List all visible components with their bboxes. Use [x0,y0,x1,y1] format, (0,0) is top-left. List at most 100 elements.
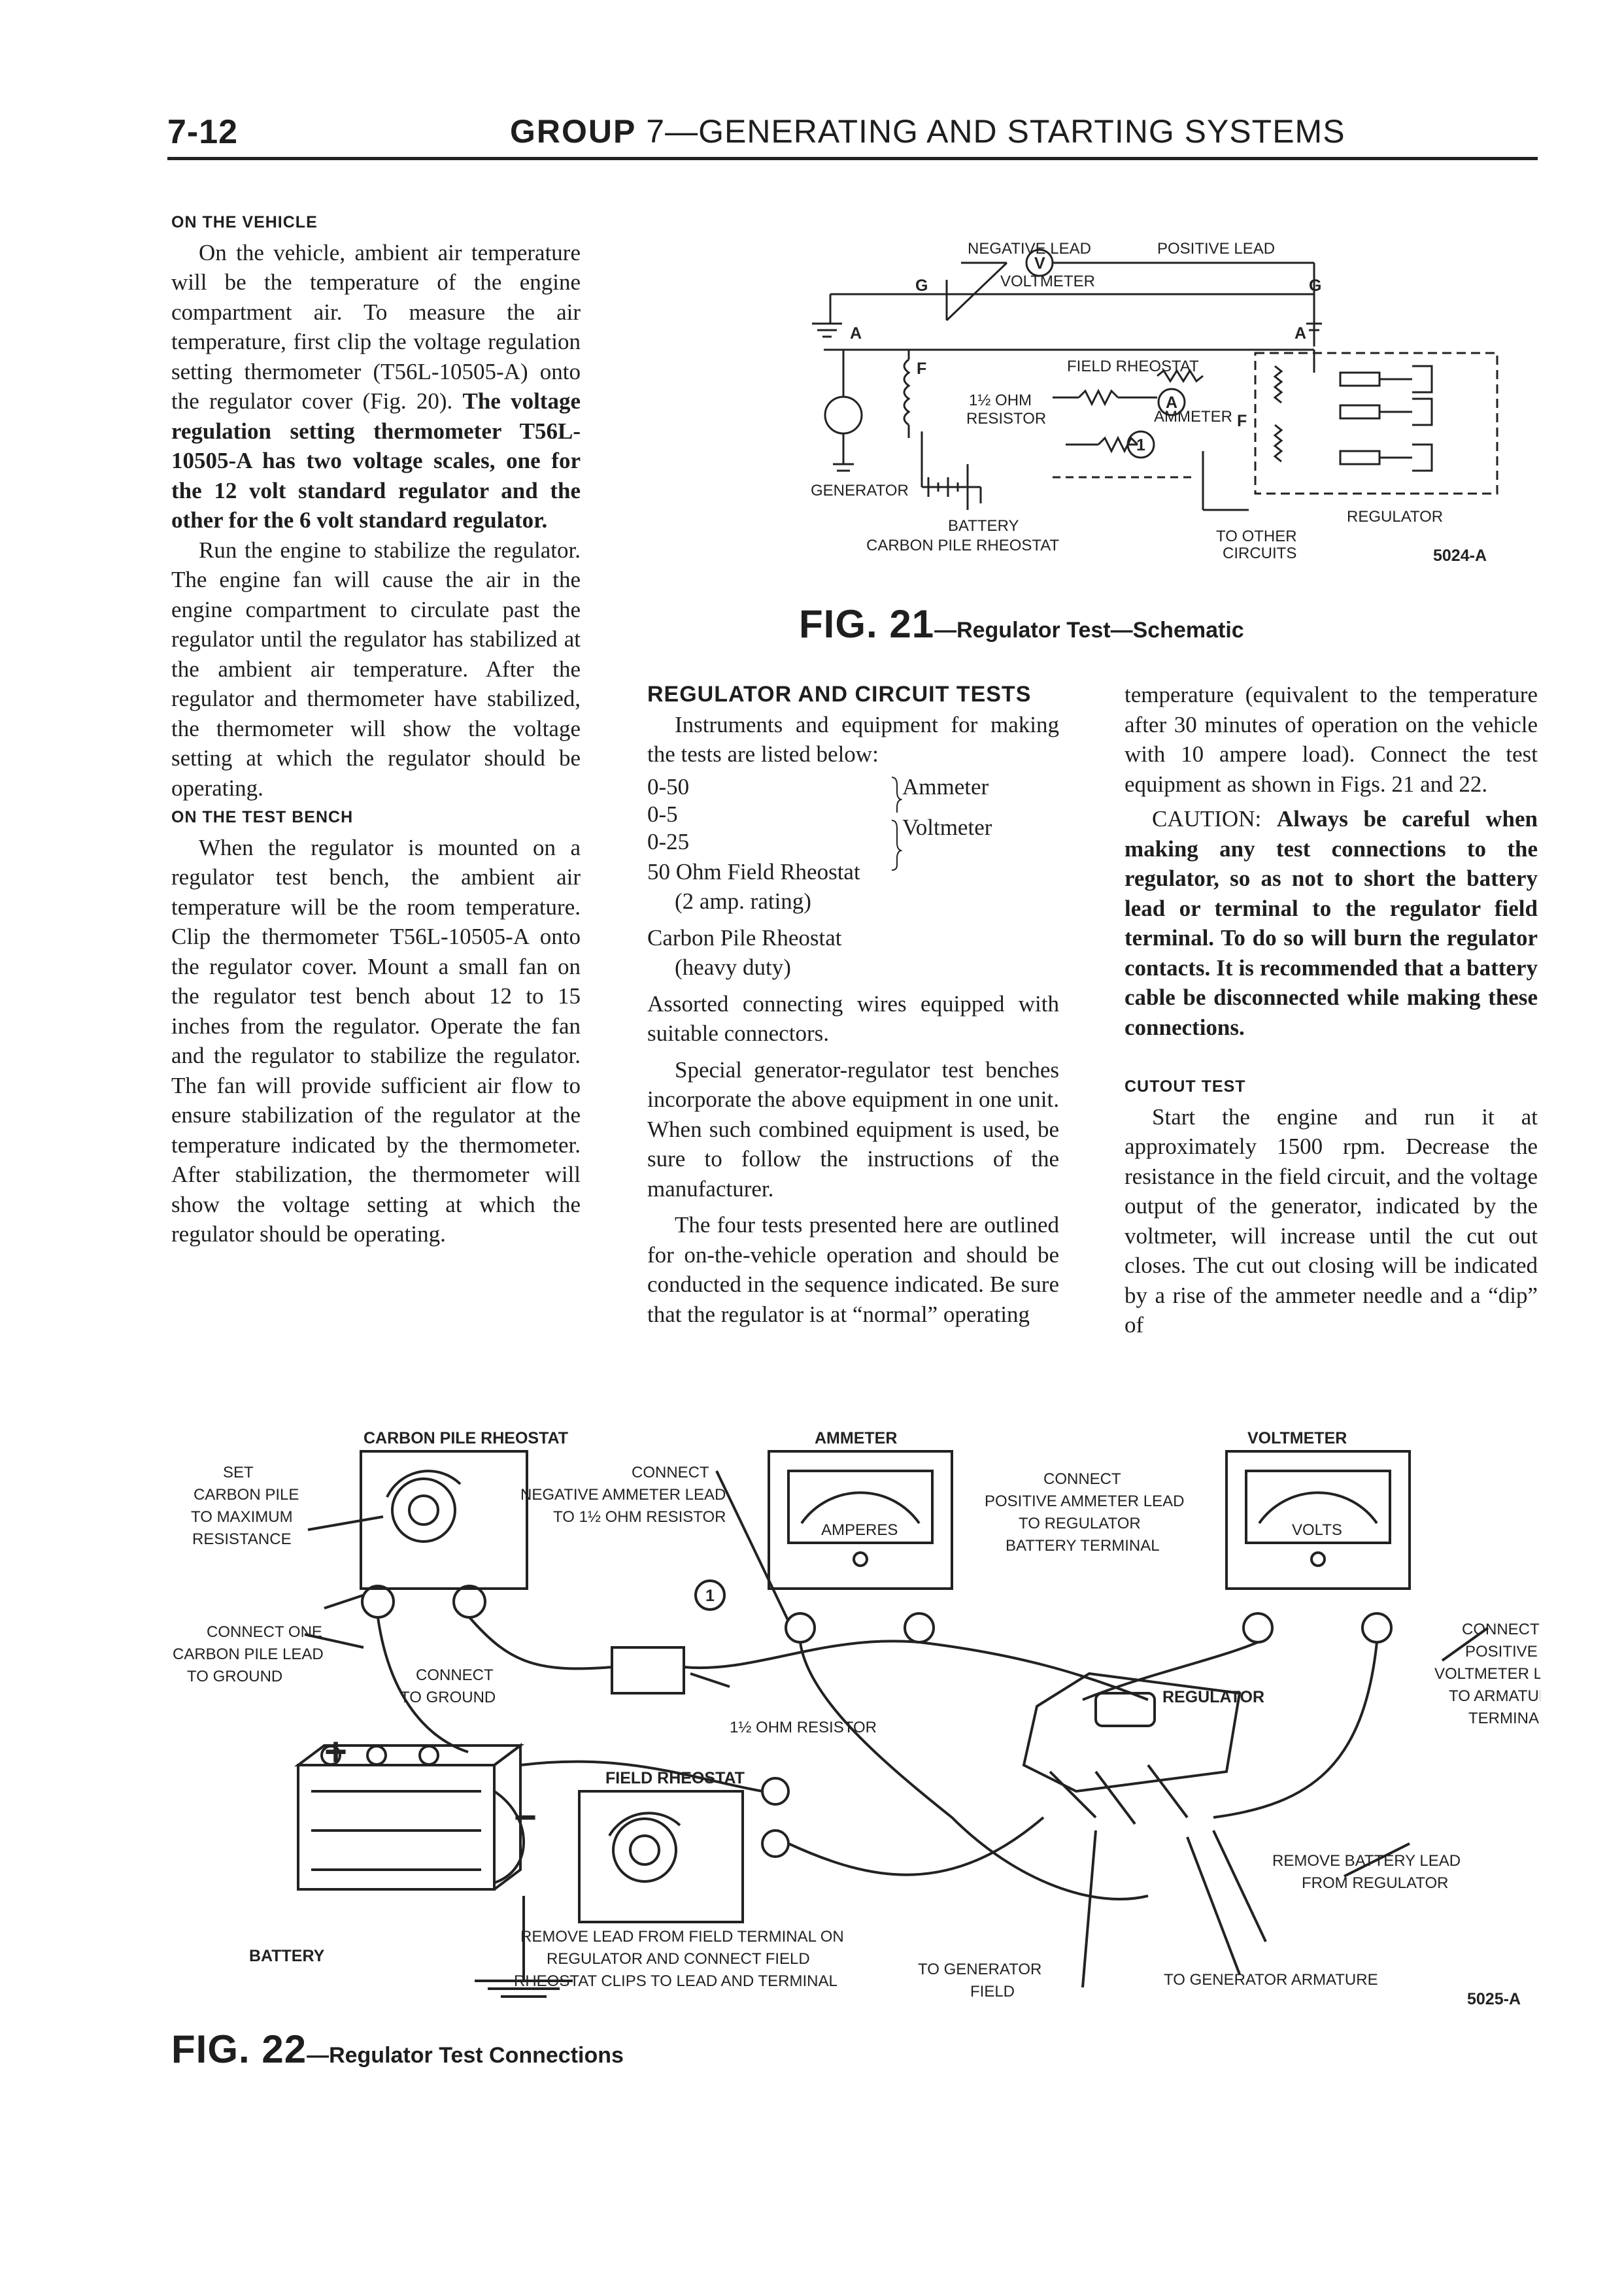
page-header-title: GROUP 7—GENERATING AND STARTING SYSTEMS [510,112,1345,150]
instrument-type: Voltmeter [902,814,992,840]
fig22-amperes: AMPERES [821,1521,898,1539]
fig22-genf-2: FIELD [970,1983,1015,2000]
fig21-generator: GENERATOR [811,482,909,499]
fig21-a-meter: A [1166,394,1177,412]
fig22-pos-2: POSITIVE AMMETER LEAD [985,1493,1184,1510]
paragraph-cutout: Start the engine and run it at approxima… [1125,1104,1538,1338]
fig21-caption-number: FIG. 21 [799,602,935,646]
fig22-battery: BATTERY [249,1947,325,1965]
fig21-negative-lead: NEGATIVE LEAD [968,240,1091,258]
instrument-value: 0-25 [647,828,690,854]
fig21-positive-lead: POSITIVE LEAD [1157,240,1275,258]
fig21-regulator: REGULATOR [1347,508,1443,526]
left-column: ON THE VEHICLE On the vehicle, ambient a… [171,208,581,1249]
heading-on-the-vehicle: ON THE VEHICLE [171,213,318,231]
group-word: GROUP [510,113,637,150]
fig21-a-right: A [1294,324,1306,343]
fig22-ground-1: CONNECT ONE [207,1623,322,1641]
item-field-rheostat: 50 Ohm Field Rheostat [647,858,860,885]
paragraph-vehicle-bold: The voltage regulation setting thermomet… [171,388,581,533]
fig21-other-2: CIRCUITS [1223,545,1296,562]
instrument-value: 0-50 [647,773,690,800]
group-title: 7—GENERATING AND STARTING SYSTEMS [646,113,1345,150]
instrument-row: 0-5 [647,801,1059,828]
fig21-field-rheostat: FIELD RHEOSTAT [1067,358,1199,375]
fig21-one: 1 [1136,436,1145,454]
fig21-f-right: F [1237,412,1247,430]
middle-column: REGULATOR AND CIRCUIT TESTS Instruments … [647,680,1059,1329]
fig22-rbl-2: FROM REGULATOR [1302,1874,1448,1892]
page-number: 7-12 [167,113,239,151]
fig22-rbl-1: REMOVE BATTERY LEAD [1272,1852,1461,1870]
fig21-other-1: TO OTHER [1216,528,1297,545]
fig22-minus: − [514,1795,537,1839]
instrument-braces [891,776,902,871]
fig21-code: 5024-A [1433,547,1487,565]
fig22-neg-2: NEGATIVE AMMETER LEAD [520,1486,726,1504]
heading-on-the-test-bench: ON THE TEST BENCH [171,808,354,826]
fig21-a-left: A [850,324,862,343]
instrument-value: 0-5 [647,801,678,827]
item-carbon-pile: Carbon Pile Rheostat [647,924,842,951]
fig22-plus: + [324,1730,347,1774]
fig22-resistor: 1½ OHM RESISTOR [730,1719,877,1736]
paragraph-wires: Assorted connecting wires equipped with … [647,990,1059,1047]
fig22-pos-4: BATTERY TERMINAL [1006,1537,1160,1555]
fig22-ground-2: CARBON PILE LEAD [173,1645,324,1663]
fig22-remove-3: RHEOSTAT CLIPS TO LEAD AND TERMINAL [514,1972,837,1990]
fig21-ammeter: AMMETER [1154,408,1232,426]
fig22-ammeter-title: AMMETER [815,1429,897,1447]
fig22-vpos-2: POSITIVE [1465,1643,1538,1661]
fig21-caption-text: —Regulator Test—Schematic [934,618,1244,643]
fig21-voltmeter: VOLTMETER [1000,273,1095,290]
fig22-carbon-pile-box [360,1450,528,1590]
fig22-cground-1: CONNECT [416,1666,494,1684]
fig21-battery: BATTERY [948,517,1019,535]
fig22-remove-2: REGULATOR AND CONNECT FIELD [547,1950,810,1968]
fig22-pos-1: CONNECT [1043,1470,1121,1488]
fig22-neg-1: CONNECT [632,1464,709,1481]
instrument-type: Ammeter [902,773,989,800]
fig22-caption-number: FIG. 22 [171,2027,307,2071]
fig22-code: 5025-A [1467,1990,1521,2008]
item-field-rheostat-rating: (2 amp. rating) [675,888,811,914]
fig21-g-right: G [1309,277,1321,295]
instrument-row: 0-50 Ammeter [647,773,1059,801]
instrument-list: 0-50 Ammeter 0-5 0-25 Voltmeter [647,773,1059,871]
fig22-field-rheostat-title: FIELD RHEOSTAT [605,1769,745,1787]
fig22-set-3: TO MAXIMUM [191,1508,293,1526]
paragraph-caution: CAUTION: Always be careful when making a… [1125,804,1538,1042]
fig22-pos-3: TO REGULATOR [1019,1515,1141,1532]
fig22-vpos-5: TERMINAL [1468,1710,1540,1727]
item-carbon-pile-duty: (heavy duty) [675,954,791,980]
instrument-row: 0-25 Voltmeter [647,814,1059,854]
fig22-vpos-1: CONNECT [1462,1621,1540,1638]
fig22-regulator: REGULATOR [1162,1688,1264,1706]
paragraph-instruments: Instruments and equipment for making the… [647,711,1059,767]
paragraph-run-engine: Run the engine to stabilize the regulato… [171,537,581,801]
fig22-vpos-3: VOLTMETER LEAD [1434,1665,1540,1683]
fig21-v: V [1034,254,1045,273]
fig22-vpos-4: TO ARMATURE [1449,1687,1540,1705]
fig21-carbon-pile: CARBON PILE RHEOSTAT [866,537,1060,554]
fig22-neg-3: TO 1½ OHM RESISTOR [553,1508,726,1526]
paragraph-special-benches: Special generator-regulator test benches… [647,1056,1059,1202]
fig22-genf-1: TO GENERATOR [918,1961,1041,1978]
fig22-ground-3: TO GROUND [187,1668,282,1685]
fig22-set-4: RESISTANCE [192,1530,292,1548]
fig22-cground-2: TO GROUND [400,1689,496,1706]
fig22-one: 1 [705,1587,715,1605]
fig22-connections: CARBON PILE RHEOSTAT SET CARBON PILE TO … [173,1429,1540,2008]
fig21-caption: FIG. 21—Regulator Test—Schematic [799,601,1244,647]
fig21-schematic: NEGATIVE LEAD POSITIVE LEAD VOLTMETER V … [811,240,1498,565]
fig21-resistor-1: 1½ OHM [969,392,1032,409]
paragraph-four-tests: The four tests presented here are outlin… [647,1212,1059,1327]
header-rule [167,157,1538,160]
fig22-caption-text: —Regulator Test Connections [307,2043,624,2068]
paragraph-temperature: temperature (equivalent to the temperatu… [1125,682,1538,797]
fig21-f-left: F [917,360,926,378]
paragraph-vehicle-text: On the vehicle, ambient air temperature … [171,239,581,414]
right-column: temperature (equivalent to the temperatu… [1125,680,1538,1340]
fig22-volts: VOLTS [1292,1521,1342,1539]
fig22-caption: FIG. 22—Regulator Test Connections [171,2027,624,2072]
